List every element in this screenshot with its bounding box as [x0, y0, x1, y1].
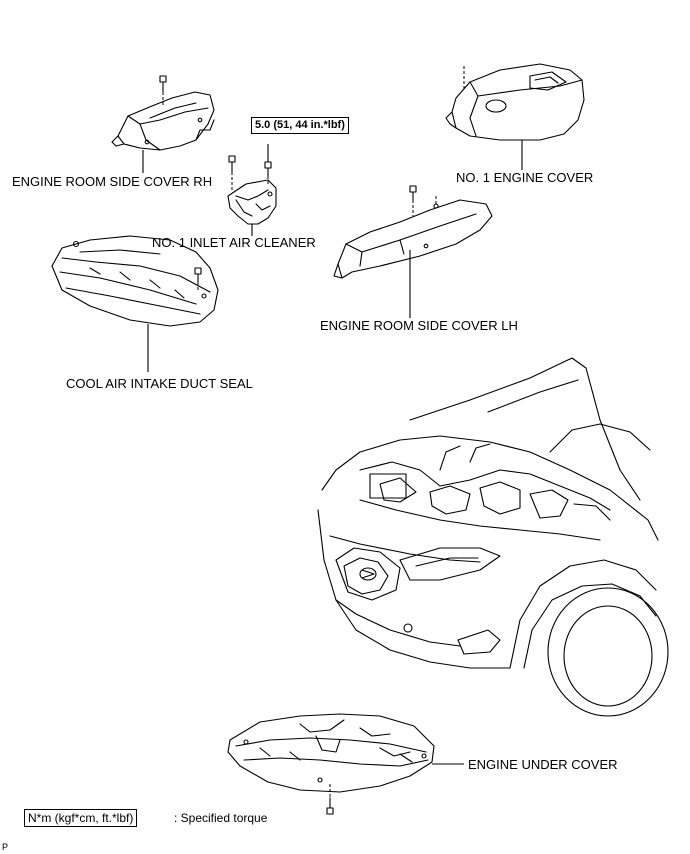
- no1-engine-cover-illustration: [445, 63, 585, 141]
- label-engine-room-side-cover-lh: ENGINE ROOM SIDE COVER LH: [320, 318, 518, 333]
- label-no1-engine-cover: NO. 1 ENGINE COVER: [456, 170, 594, 185]
- no1-inlet-air-cleaner-illustration: [227, 155, 277, 225]
- label-cool-air-intake-duct-seal: COOL AIR INTAKE DUCT SEAL: [66, 376, 253, 391]
- vehicle-front-illustration: [317, 357, 669, 717]
- label-engine-under-cover: ENGINE UNDER COVER: [468, 757, 618, 772]
- cool-air-intake-duct-seal-illustration: [51, 235, 219, 327]
- engine-room-side-cover-rh-illustration: [111, 75, 215, 151]
- legend-torque-units: N*m (kgf*cm, ft.*lbf): [24, 809, 138, 827]
- label-no1-inlet-air-cleaner: NO. 1 INLET AIR CLEANER: [152, 235, 316, 250]
- torque-spec-inlet-air-cleaner: 5.0 (51, 44 in.*lbf): [251, 117, 349, 134]
- legend-description: : Specified torque: [174, 811, 268, 825]
- label-engine-room-side-cover-rh: ENGINE ROOM SIDE COVER RH: [12, 174, 213, 189]
- engine-room-side-cover-lh-illustration: [333, 185, 493, 279]
- engine-under-cover-illustration: [227, 713, 435, 815]
- corner-mark: P: [2, 842, 9, 852]
